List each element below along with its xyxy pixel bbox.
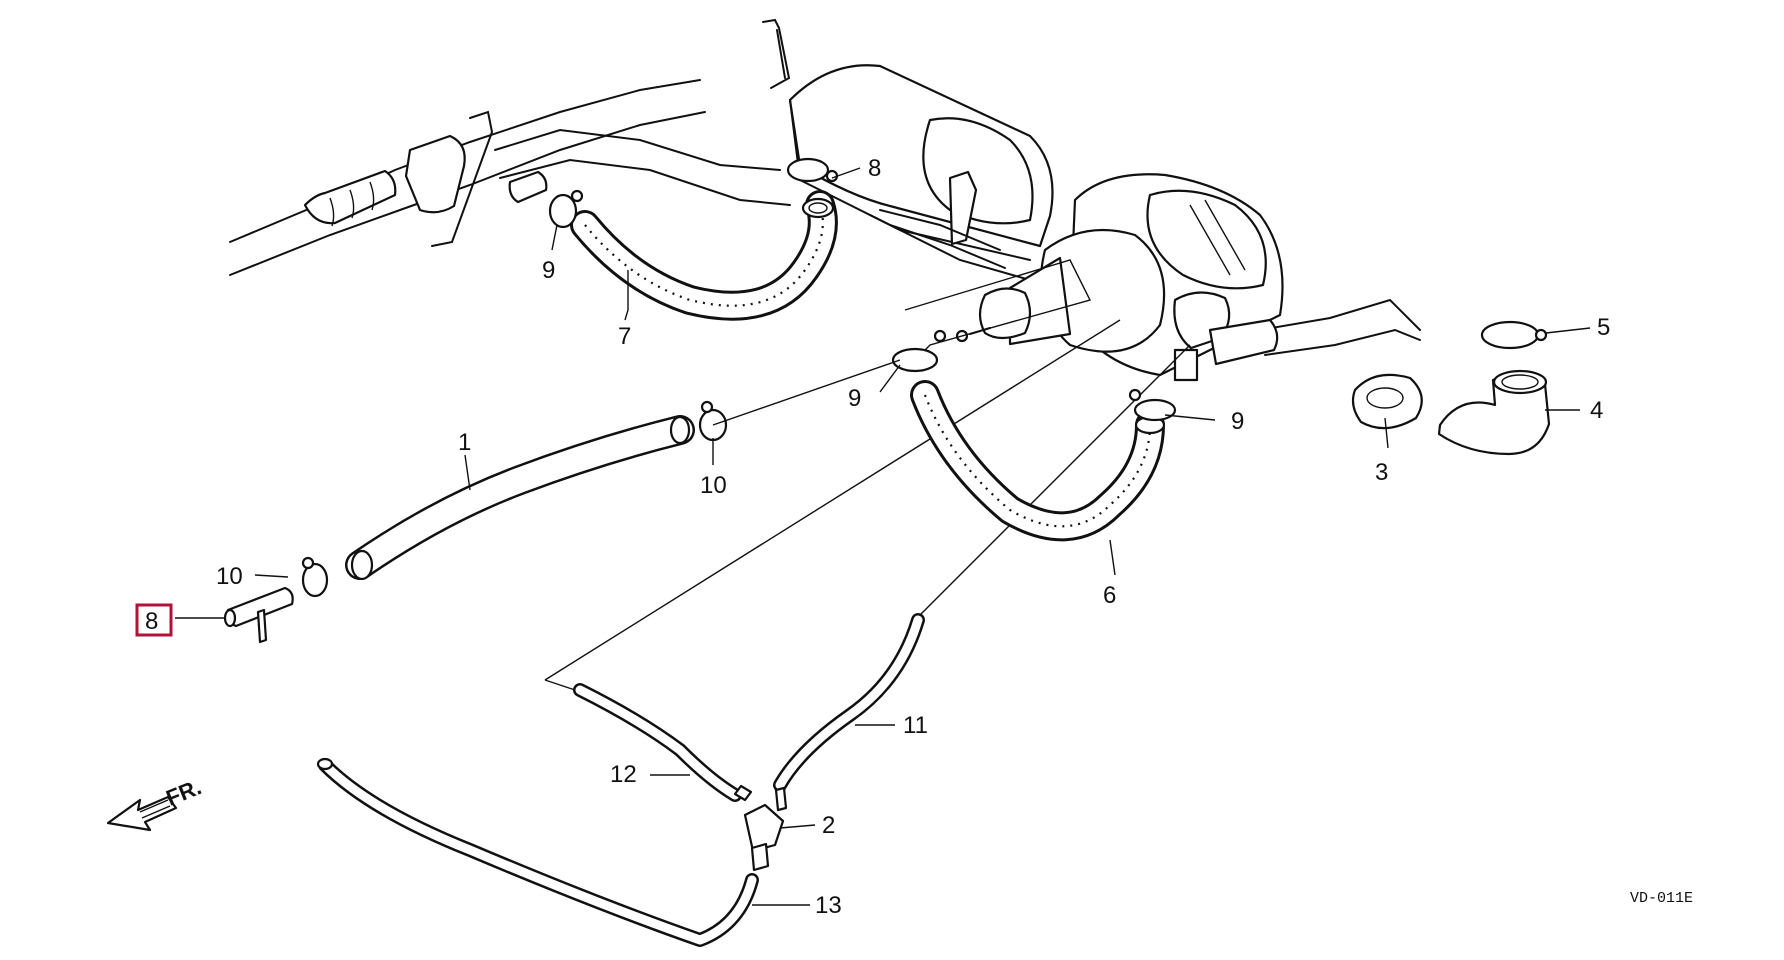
part-8-connector-pipe bbox=[223, 586, 294, 644]
clamp-9-mid bbox=[891, 347, 939, 373]
part-4-elbow bbox=[1437, 373, 1551, 456]
callout-10-upper: 10 bbox=[700, 472, 727, 499]
background-assembly bbox=[229, 18, 1421, 382]
callout-8: 8 bbox=[145, 608, 158, 635]
callout-13: 13 bbox=[815, 892, 842, 919]
callout-7: 7 bbox=[618, 323, 631, 350]
callout-leaders bbox=[175, 167, 1591, 906]
callout-9-left: 9 bbox=[542, 257, 555, 284]
diagram-code: VD-011E bbox=[1630, 890, 1693, 907]
clamps bbox=[301, 157, 1177, 598]
part-1-hose bbox=[345, 415, 695, 581]
clamp-9-top bbox=[786, 157, 830, 183]
arrow-icon bbox=[106, 795, 178, 832]
clamp-9-right bbox=[1133, 398, 1177, 422]
callout-11: 11 bbox=[903, 712, 928, 739]
callout-6: 6 bbox=[1103, 582, 1116, 609]
callout-labels: 8 9 7 1 9 10 10 8 9 3 4 5 6 11 12 2 13 V… bbox=[135, 155, 1693, 919]
callout-10-lower: 10 bbox=[216, 563, 243, 590]
callout-5: 5 bbox=[1597, 314, 1610, 341]
parts-3-4-5 bbox=[1351, 320, 1551, 456]
part-2-tee bbox=[743, 803, 785, 853]
callout-9-mid: 9 bbox=[848, 385, 861, 412]
callout-9-right: 9 bbox=[1231, 408, 1244, 435]
part-6-corrugated-hose bbox=[910, 380, 1166, 542]
clamp-10-lower bbox=[301, 562, 329, 598]
part-7-corrugated-hose bbox=[570, 190, 838, 321]
callout-1: 1 bbox=[458, 429, 471, 456]
callout-3: 3 bbox=[1375, 459, 1388, 486]
callout-4: 4 bbox=[1590, 397, 1603, 424]
part-5-clamp bbox=[1480, 320, 1540, 350]
callout-9-top: 8 bbox=[868, 155, 881, 182]
callout-12: 12 bbox=[610, 761, 637, 788]
lower-hoses bbox=[316, 613, 925, 947]
part-3-grommet bbox=[1351, 373, 1423, 430]
highlight-box-8 bbox=[135, 603, 173, 637]
clamp-9-left bbox=[548, 193, 578, 229]
callout-2: 2 bbox=[822, 812, 835, 839]
direction-label: FR. bbox=[163, 774, 205, 810]
front-direction-arrow: FR. bbox=[106, 774, 205, 832]
